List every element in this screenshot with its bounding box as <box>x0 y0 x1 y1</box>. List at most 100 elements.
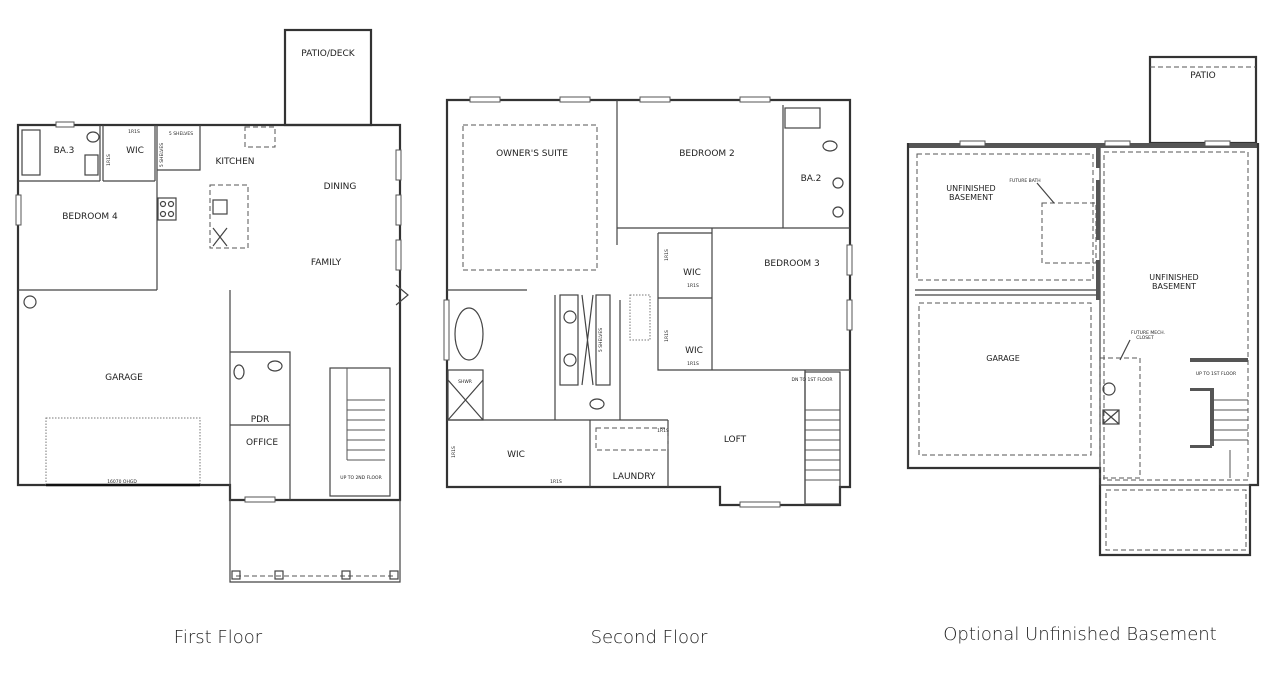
unfinished-area-outline <box>1103 151 1249 481</box>
room-label-bedroom4: BEDROOM 4 <box>62 212 118 222</box>
note-garage-door: 16070 OHGD <box>107 479 137 485</box>
burner-icon <box>167 200 175 208</box>
sink-icon <box>563 353 577 367</box>
caption-second-floor: Second Floor <box>591 627 708 648</box>
unfinished-area-outline <box>916 153 1094 281</box>
kitchen-island <box>209 184 249 249</box>
note-shelves: 5 SHELVES <box>159 143 165 167</box>
second-floor-exterior-wall <box>445 98 852 507</box>
burner-icon <box>159 210 167 218</box>
room-label-patio: PATIO <box>1190 71 1216 81</box>
basement-exterior-wall <box>906 143 1260 557</box>
sink-icon <box>832 206 844 218</box>
furnace-icon <box>1102 409 1120 425</box>
note-stairs-up: UP TO 1ST FLOOR <box>1196 371 1236 377</box>
sink-icon <box>563 310 577 324</box>
note-stairs-up: UP TO 2ND FLOOR <box>340 475 381 481</box>
note-shower: SHWR <box>458 379 472 385</box>
room-label-bedroom3: BEDROOM 3 <box>764 259 820 269</box>
leader-line <box>1036 182 1055 204</box>
room-label-wic: WIC <box>683 268 701 278</box>
tub-icon <box>784 107 821 129</box>
room-label-owners-wic: WIC <box>507 450 525 460</box>
note-rod-shelf: 1R1S <box>657 428 669 434</box>
tub-icon <box>21 129 41 176</box>
room-label-bedroom2: BEDROOM 2 <box>679 149 735 159</box>
foundation-wall-hatch <box>908 143 1258 148</box>
room-label-laundry: LAUNDRY <box>613 472 656 482</box>
room-label-wic: WIC <box>126 146 144 156</box>
sink-icon <box>84 154 99 176</box>
room-label-owners-suite: OWNER'S SUITE <box>496 149 568 159</box>
first-floor-stairs <box>329 367 391 497</box>
water-heater-icon <box>1102 382 1116 396</box>
caption-first-floor: First Floor <box>174 627 263 648</box>
shower-icon <box>447 369 484 421</box>
room-label-ba2: BA.2 <box>801 174 822 184</box>
kitchen-counter <box>244 126 276 148</box>
note-rod-shelf: 1R1S <box>550 479 562 485</box>
note-rod-shelf: 1R1S <box>664 249 670 261</box>
second-floor-stairs <box>804 371 841 505</box>
patio-outline <box>1148 55 1258 145</box>
water-heater-icon <box>23 295 37 309</box>
room-label-garage: GARAGE <box>986 354 1020 363</box>
note-shelves: 5 SHELVES <box>598 328 604 352</box>
note-rod-shelf: 1R1S <box>687 283 699 289</box>
caption-basement: Optional Unfinished Basement <box>943 624 1217 645</box>
note-rod-shelf: 1R1S <box>106 154 112 166</box>
lower-slab-outline <box>1105 489 1247 551</box>
toilet-icon <box>589 398 605 410</box>
room-label-office: OFFICE <box>246 438 278 448</box>
room-label-patio-deck: PATIO/DECK <box>301 49 355 59</box>
room-label-unfinished-basement: BASEMENT <box>949 193 993 202</box>
dishwasher-icon <box>212 227 228 247</box>
first-floor-plan: PATIO/DECK BA.3 WIC KITCHEN DINING BEDRO… <box>15 28 409 648</box>
room-label-unfinished-basement: UNFINISHED <box>946 184 995 193</box>
room-label-wic: WIC <box>685 346 703 356</box>
note-stairs-down: DN TO 1ST FLOOR <box>791 377 832 383</box>
first-floor-interior-walls <box>18 125 291 500</box>
basement-interior-walls <box>915 148 1250 486</box>
room-label-unfinished-basement: UNFINISHED <box>1149 273 1198 282</box>
room-label-loft: LOFT <box>724 435 747 445</box>
note-future-mech: CLOSET <box>1136 335 1154 341</box>
toilet-icon <box>233 364 245 380</box>
patio-deck-outline <box>283 28 373 127</box>
room-label-ba3: BA.3 <box>54 146 75 156</box>
room-label-garage: GARAGE <box>105 373 143 383</box>
laundry-shelving <box>595 427 669 451</box>
room-label-pdr: PDR <box>251 415 270 425</box>
cooktop-icon <box>157 197 177 221</box>
kitchen-sink-icon <box>212 199 228 215</box>
note-future-mech: FUTURE MECH. <box>1131 330 1165 336</box>
room-label-unfinished-basement: BASEMENT <box>1152 282 1196 291</box>
note-rod-shelf: 1R1S <box>128 129 140 135</box>
garage-outline <box>918 302 1092 456</box>
future-mech-closet-outline <box>1099 357 1141 479</box>
basement-stairs <box>1190 358 1248 478</box>
freestanding-tub-icon <box>454 307 484 361</box>
garage-door-swing <box>45 417 201 486</box>
room-label-dining: DINING <box>324 182 357 192</box>
room-label-kitchen: KITCHEN <box>216 157 255 167</box>
toilet-icon <box>86 131 100 143</box>
future-bath-outline <box>1041 202 1097 264</box>
leader-line <box>1119 339 1131 361</box>
note-rod-shelf: 1R1S <box>451 446 457 458</box>
burner-icon <box>167 210 175 218</box>
toilet-icon <box>822 140 838 152</box>
room-label-family: FAMILY <box>311 258 342 268</box>
front-porch <box>229 500 401 583</box>
note-future-bath: FUTURE BATH <box>1009 178 1040 184</box>
note-shelves: 5 SHELVES <box>169 131 193 137</box>
note-rod-shelf: 1R1S <box>687 361 699 367</box>
attic-access <box>629 294 651 341</box>
sink-icon <box>267 360 283 372</box>
second-floor-interior-walls <box>447 100 850 505</box>
second-floor-plan: OWNER'S SUITE BEDROOM 2 BA.2 WIC BEDROOM… <box>443 96 853 648</box>
note-rod-shelf: 1R1S <box>664 330 670 342</box>
fireplace-icon <box>395 284 409 306</box>
basement-plan: PATIO UNFINISHED BASEMENT UNFINISHED BAS… <box>906 55 1260 645</box>
